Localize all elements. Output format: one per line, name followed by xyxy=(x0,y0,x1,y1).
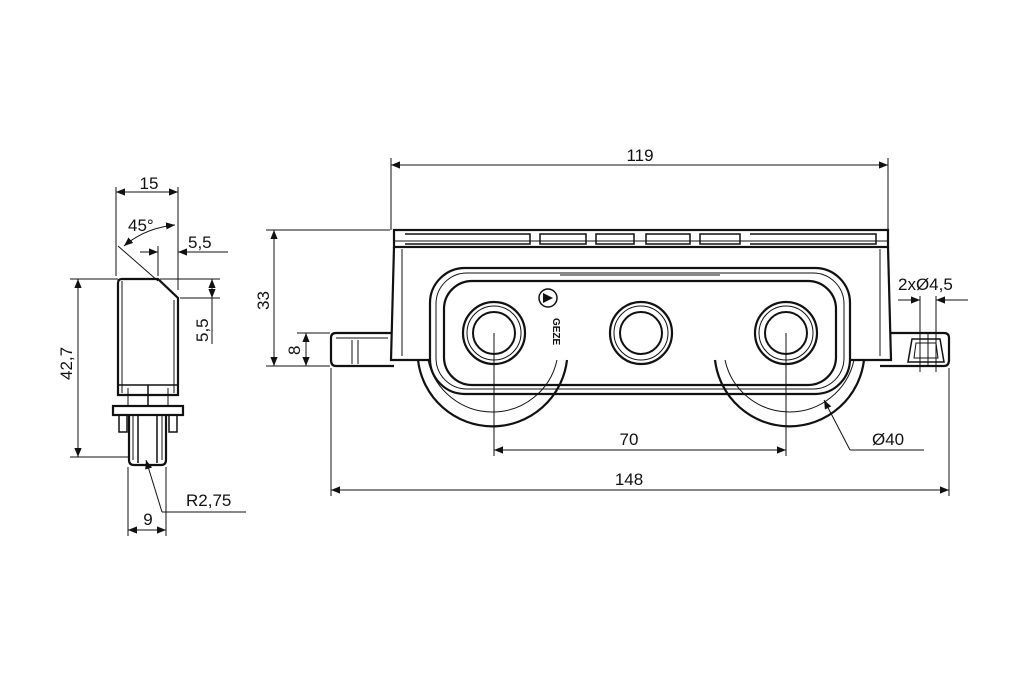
dim-side-width: 15 xyxy=(140,174,159,193)
dim-side-height: 42,7 xyxy=(57,347,76,380)
dim-overall-length: 148 xyxy=(615,470,643,489)
dim-body-height: 33 xyxy=(254,291,273,310)
dim-pin-width: 9 xyxy=(143,510,152,529)
dim-wheel-spacing: 70 xyxy=(620,430,639,449)
brand-logo-icon xyxy=(538,288,558,308)
front-view-dimensions: 119 33 8 2xØ4,5 70 Ø40 148 xyxy=(254,146,968,496)
dim-top-width: 119 xyxy=(626,146,653,165)
bolt-center xyxy=(608,300,674,366)
dim-wheel-diameter: Ø40 xyxy=(872,430,904,449)
dim-hole-diameter: 2xØ4,5 xyxy=(898,275,953,294)
dim-pin-radius: R2,75 xyxy=(186,491,231,510)
dim-chamfer-vertical: 5,5 xyxy=(193,318,212,342)
side-view-dimensions: 15 45° 5,5 5,5 42,7 R2,75 9 xyxy=(57,174,246,536)
brand-label: GEZE xyxy=(550,318,561,346)
dim-chamfer-angle: 45° xyxy=(128,216,154,235)
side-view xyxy=(111,277,185,467)
dim-chamfer-horizontal: 5,5 xyxy=(188,233,212,252)
front-view: GEZE xyxy=(329,228,951,428)
dim-flange-height: 8 xyxy=(285,346,304,355)
